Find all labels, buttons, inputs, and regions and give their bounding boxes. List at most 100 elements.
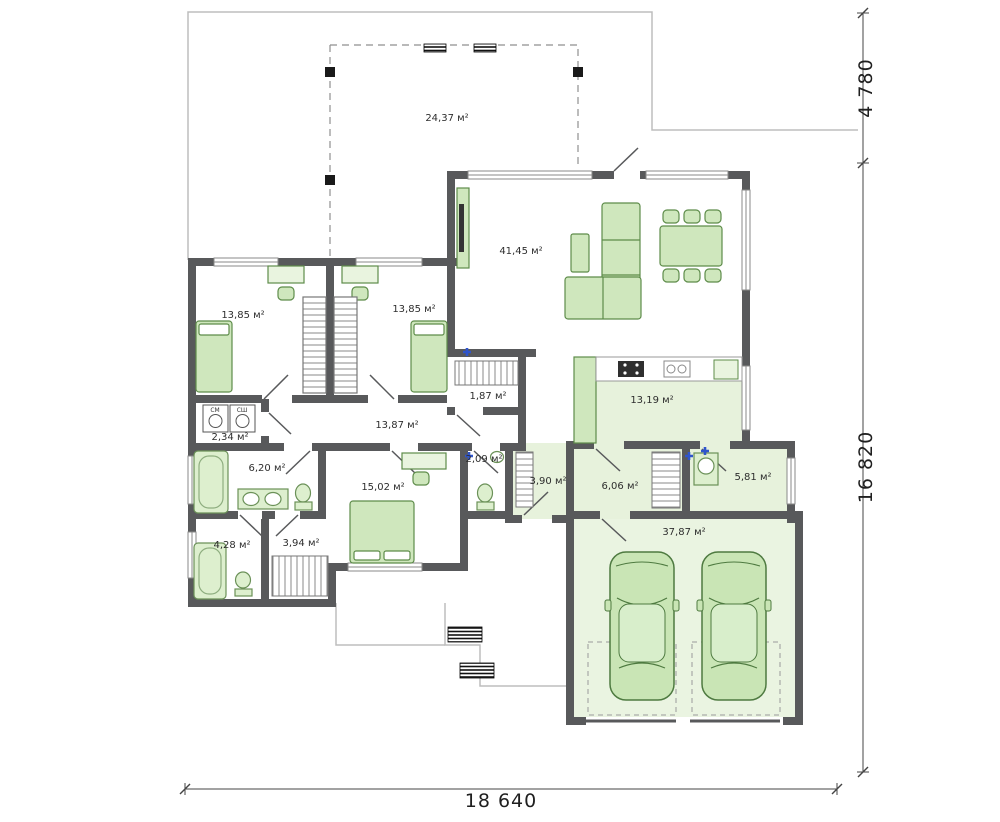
door-wardrobe (275, 514, 299, 537)
doors (239, 147, 780, 723)
door-laundry (268, 412, 292, 435)
desk (401, 452, 447, 470)
pillow (383, 550, 411, 561)
car-right (696, 551, 772, 701)
wardrobe-shelves (302, 296, 327, 394)
bed (349, 500, 415, 564)
entry-doormat-1 (447, 626, 483, 643)
dim-label-terrace-height: 16 820 (855, 431, 877, 503)
dining-table (659, 225, 723, 267)
drain-mark (701, 447, 709, 455)
room-label-bathroom: 6,20 м² (249, 463, 286, 474)
desk (267, 265, 305, 284)
sink-bowl (677, 364, 687, 374)
furniture-bathroom-2 (193, 542, 253, 600)
dining-chair (704, 209, 722, 224)
door-bathroom-2 (239, 514, 263, 537)
furniture-entry-hall (515, 451, 534, 508)
door-bathroom (285, 450, 311, 475)
dim-label-height: 4 780 (855, 58, 877, 117)
column-2 (325, 175, 335, 185)
sink-bowl (666, 364, 676, 374)
pantry-shelves (454, 360, 519, 386)
window (741, 365, 751, 431)
sink (242, 491, 260, 507)
room-label-bedroom-2: 13,85 м² (392, 304, 435, 315)
door-wc (473, 450, 499, 474)
dining-chair (704, 268, 722, 283)
utility-shelves (651, 451, 681, 509)
room-label-entry-hall: 3,90 м² (530, 476, 567, 487)
garage-cars (604, 551, 772, 701)
window (645, 170, 729, 180)
furniture-bathroom (193, 450, 313, 514)
furniture-bedroom-3 (349, 452, 447, 564)
bed (410, 320, 448, 393)
furniture-wardrobe-room (271, 555, 329, 597)
chair (412, 471, 430, 486)
dimension-labels: 18 640 4 780 16 820 (465, 58, 877, 812)
furniture-living-room (456, 187, 723, 320)
columns-and-mats (325, 43, 583, 679)
burner (635, 371, 639, 375)
appliance-label-dryer: СШ (237, 407, 248, 414)
door-bedroom-2 (369, 374, 395, 400)
room-labels: 24,37 м² 41,45 м² 13,85 м² 13,85 м² 1,87… (210, 113, 771, 551)
chair (277, 286, 295, 301)
desk (341, 265, 379, 284)
room-label-boiler: 5,81 м² (735, 472, 772, 483)
door-terrace (613, 147, 639, 172)
dimension-lines (179, 7, 869, 795)
hall-wardrobe (515, 451, 534, 508)
dining-chair (662, 209, 680, 224)
windows (187, 170, 796, 579)
room-label-bedroom-1: 13,85 м² (221, 310, 264, 321)
door-utility (595, 448, 621, 472)
room-label-living-room: 41,45 м² (499, 246, 542, 257)
terrace-paving-outline (187, 11, 858, 260)
path-step-outline-2 (444, 603, 566, 687)
toilet-tank (234, 588, 253, 597)
furniture-laundry (202, 404, 256, 433)
path-step-outline-1 (335, 603, 445, 646)
burner (635, 363, 639, 367)
window (213, 257, 279, 267)
room-label-corridor: 13,87 м² (375, 420, 418, 431)
walls (188, 171, 803, 725)
dining-chair (683, 268, 701, 283)
roof-overhang-dashed (329, 44, 579, 258)
window (786, 457, 796, 505)
furniture-bedroom-1 (195, 265, 327, 394)
window (741, 189, 751, 291)
coffee-table (570, 233, 590, 273)
bathtub-inner (198, 455, 224, 509)
window (347, 562, 423, 572)
drain-mark (685, 452, 693, 460)
tall-units (573, 356, 597, 444)
appliance-label-washer: СМ (210, 407, 219, 414)
room-label-bedroom-3: 15,02 м² (361, 482, 404, 493)
pillow (198, 323, 230, 336)
toilet-bowl (234, 571, 252, 589)
furniture-utility (651, 451, 681, 509)
terrace-grate-2 (473, 43, 497, 53)
room-label-pantry: 1,87 м² (470, 391, 507, 402)
dryer (229, 404, 256, 433)
plumbing-marks (463, 348, 709, 460)
column-3 (573, 67, 583, 77)
column-1 (325, 67, 335, 77)
sink (489, 450, 505, 464)
room-label-wc: 2,09 м² (466, 454, 503, 465)
room-label-laundry: 2,34 м² (212, 432, 249, 443)
dim-label-width: 18 640 (465, 790, 537, 812)
bed (195, 320, 233, 393)
wardrobe-shelves (333, 296, 358, 394)
terrace-grate-1 (423, 43, 447, 53)
overhang-line-top (330, 44, 579, 168)
sink (264, 491, 282, 507)
dining-chair (662, 268, 680, 283)
bathtub-inner (198, 547, 222, 595)
door-entrance (523, 491, 549, 516)
pillow (353, 550, 381, 561)
